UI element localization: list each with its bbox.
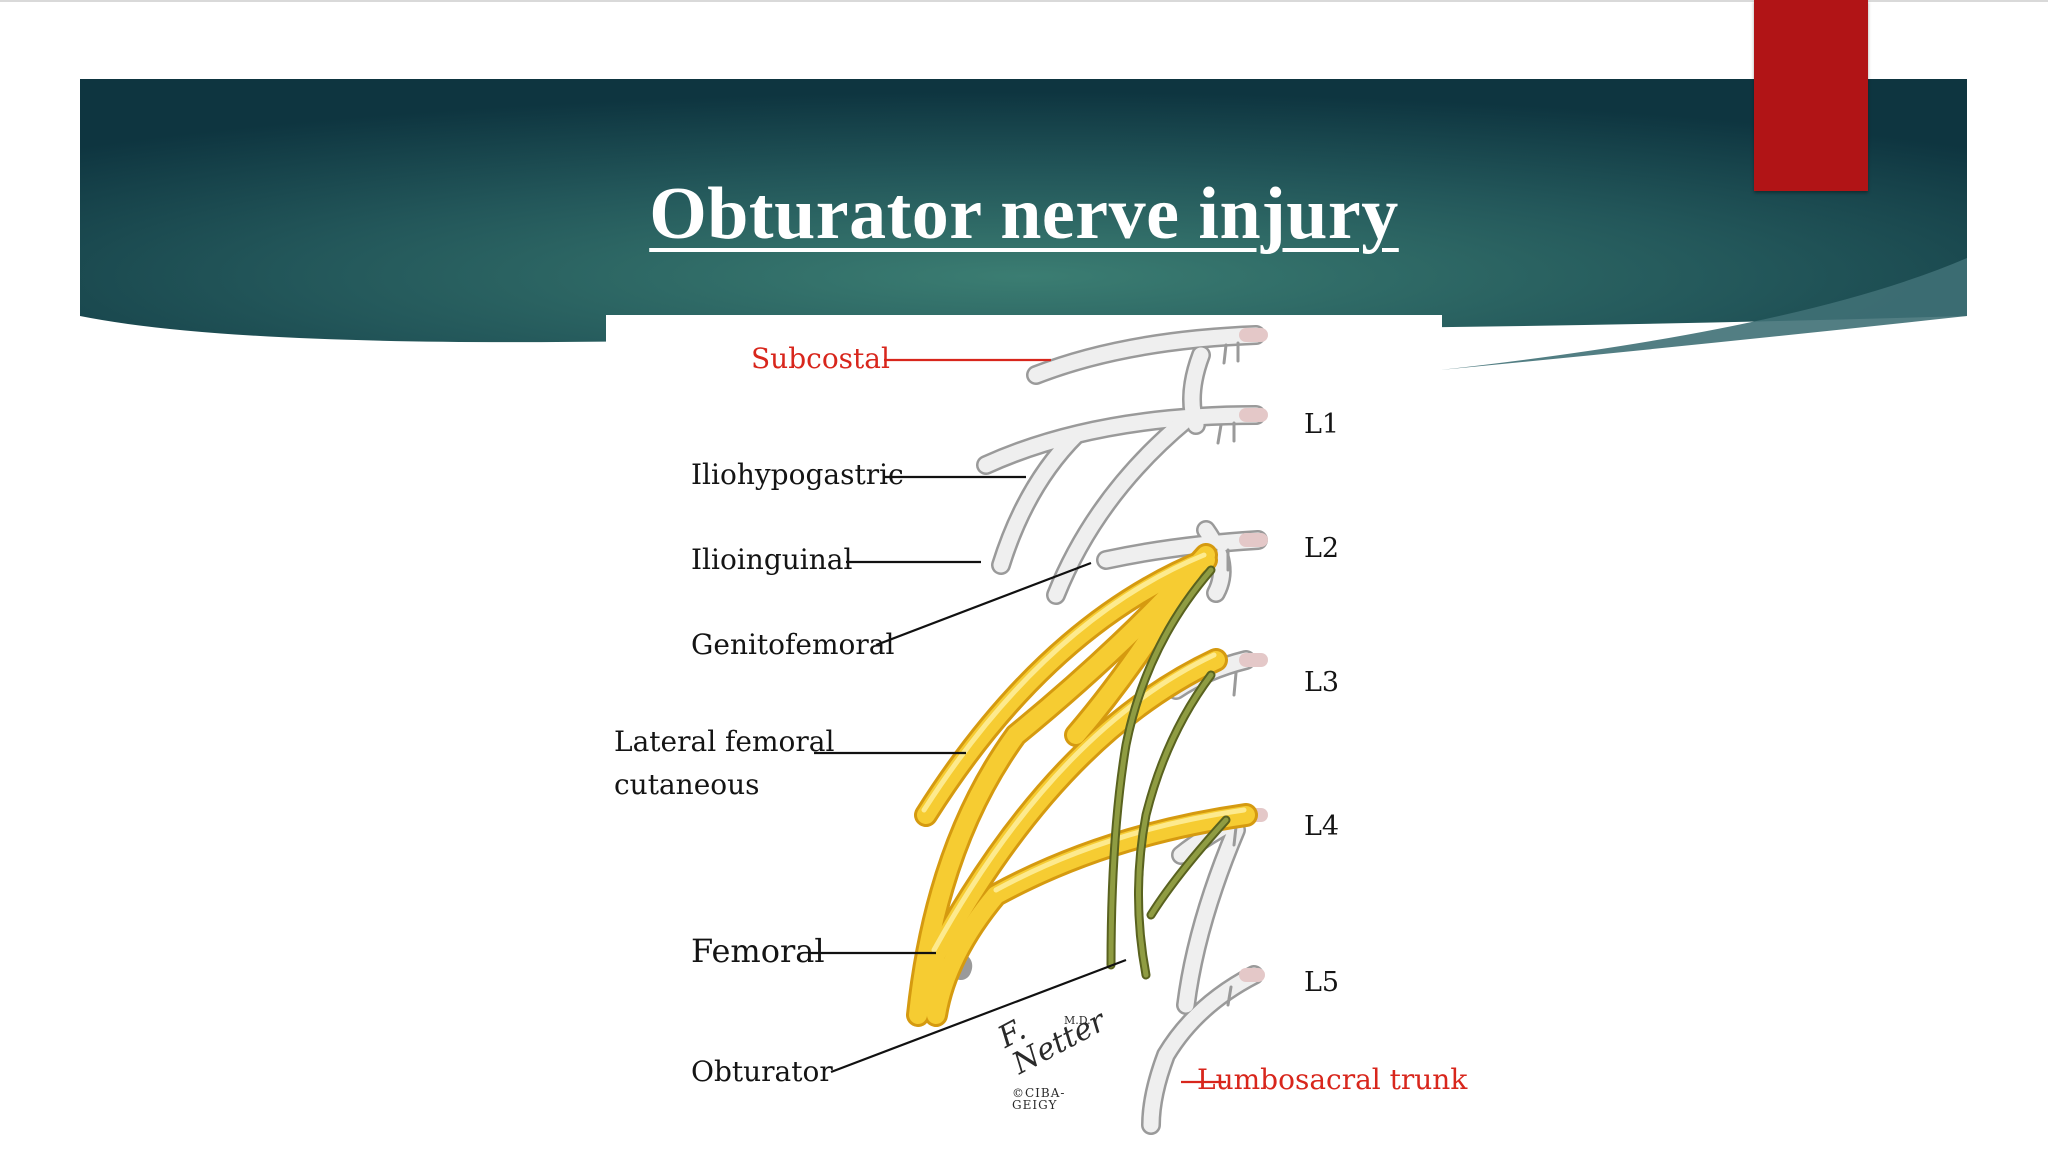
level-l5: L5 [1304, 967, 1340, 998]
level-l4: L4 [1304, 811, 1340, 842]
level-l3: L3 [1304, 667, 1340, 698]
femoral-nerve-yellow [906, 543, 1258, 1027]
title-banner [80, 79, 1967, 370]
label-ilioinguinal: Ilioinguinal [691, 543, 853, 576]
accent-tab [1754, 0, 1868, 191]
label-lateral-femoral: Lateral femoral [614, 725, 835, 758]
label-lateral-femoral-cutaneous: cutaneous [614, 768, 760, 801]
slide-title: Obturator nerve injury [649, 173, 1399, 255]
signature-suffix: M.D. [1064, 1014, 1091, 1027]
label-lumbosacral-trunk: Lumbosacral trunk [1197, 1063, 1468, 1096]
label-obturator: Obturator [691, 1055, 833, 1088]
artist-signature: F. Netter M.D. ©CIBA-GEIGY [993, 1004, 1112, 1111]
signature-copyright: ©CIBA-GEIGY [1012, 1086, 1066, 1112]
top-border [0, 0, 2048, 2]
lumbar-plexus-illustration [808, 325, 1268, 1135]
obturator-nerve-green [1106, 565, 1231, 980]
level-l2: L2 [1304, 533, 1340, 564]
label-iliohypogastric: Iliohypogastric [691, 458, 904, 491]
lumbar-plexus-figure: Subcostal Iliohypogastric Ilioinguinal G… [606, 315, 1467, 1152]
label-subcostal: Subcostal [751, 342, 890, 375]
level-l1: L1 [1304, 409, 1340, 440]
label-genitofemoral: Genitofemoral [691, 628, 895, 661]
label-femoral: Femoral [691, 932, 825, 970]
leader-lines [808, 358, 1226, 1084]
